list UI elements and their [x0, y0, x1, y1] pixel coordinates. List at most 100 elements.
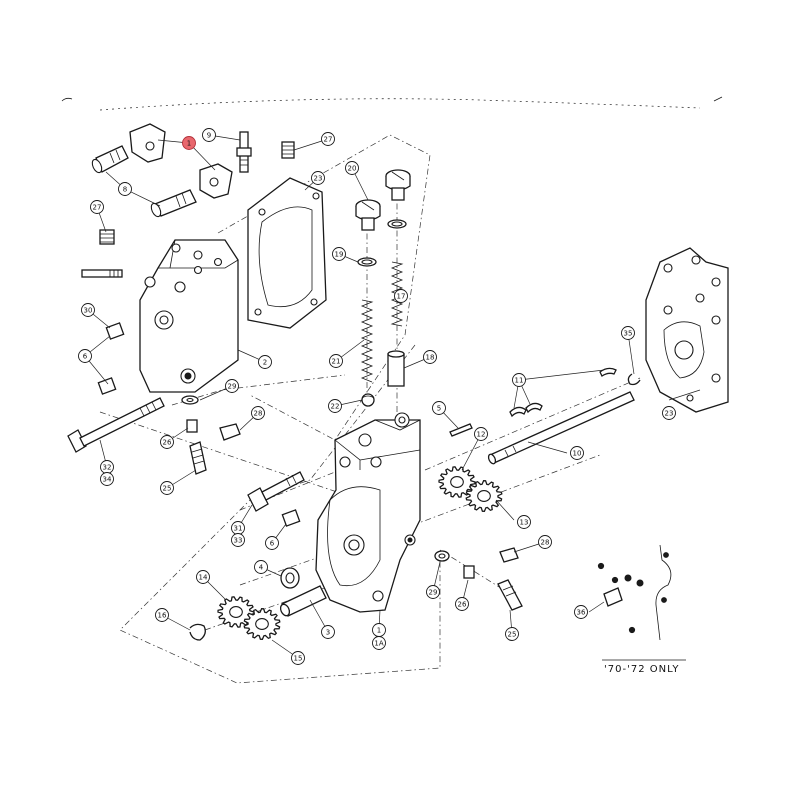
callout-label: 10	[573, 450, 582, 458]
plug-left	[99, 229, 115, 245]
callout-label: 28	[254, 410, 263, 418]
callout-23: 23	[311, 171, 325, 185]
callout-label: 12	[477, 431, 486, 439]
spring-21	[360, 299, 374, 383]
short-bolt	[247, 471, 305, 512]
callout-label: 8	[123, 186, 127, 194]
callout-5: 5	[432, 401, 446, 415]
callout-label: 2	[263, 359, 267, 367]
elbow-fitting-lower	[150, 163, 233, 218]
callout-label: 22	[331, 403, 340, 411]
callout-label: 21	[332, 358, 341, 366]
callout-label: 14	[199, 574, 208, 582]
callout-label: 4	[259, 564, 264, 572]
sleeve-18	[387, 350, 405, 387]
lower-small-parts	[434, 547, 523, 611]
callout-21: 21	[329, 354, 343, 368]
callout-label: 36	[577, 609, 586, 617]
callout-29: 29	[426, 585, 440, 599]
callout-11: 11	[512, 373, 526, 387]
callout-14: 14	[196, 570, 210, 584]
callout-label: 27	[93, 204, 102, 212]
callout-label: 3	[326, 629, 330, 637]
callout-29: 29	[225, 379, 239, 393]
callout-6: 6	[265, 536, 279, 550]
callout-label: 18	[426, 354, 435, 362]
callout-label: 13	[520, 519, 529, 527]
callout-6: 6	[78, 349, 92, 363]
upper-small-parts	[181, 395, 241, 475]
callout-15: 15	[291, 651, 305, 665]
gear-12	[438, 466, 476, 498]
callout-27: 27	[90, 200, 104, 214]
inset-70-72: '70-'72 ONLY	[588, 544, 686, 675]
callout-label: 15	[294, 655, 303, 663]
plug-upper	[281, 141, 295, 159]
callout-label: 31	[234, 525, 243, 533]
elbow-fitting-upper	[91, 123, 166, 174]
callout-label: 34	[103, 476, 112, 484]
callout-3: 3	[321, 625, 335, 639]
callout-label: 9	[207, 132, 211, 140]
callout-23: 23	[662, 406, 676, 420]
callout-12: 12	[474, 427, 488, 441]
side-nipple	[81, 269, 123, 278]
callout-18: 18	[423, 350, 437, 364]
set-screw-center	[281, 509, 301, 527]
callout-25: 25	[505, 627, 519, 641]
callout-label: 27	[324, 136, 333, 144]
callout-9: 9	[202, 128, 216, 142]
dowel-pin-3	[279, 585, 327, 617]
callout-label: 16	[158, 612, 167, 620]
callout-label: 11	[515, 377, 524, 385]
callout-26: 26	[455, 597, 469, 611]
callout-25: 25	[160, 481, 174, 495]
callout-1: 1	[182, 136, 196, 150]
callout-label: 35	[624, 330, 633, 338]
gear-13	[465, 480, 503, 512]
gasket-right	[645, 247, 729, 413]
callout-label: 25	[163, 485, 172, 493]
woodruff-keys	[509, 367, 617, 418]
gear-15	[243, 608, 281, 640]
long-bolt	[67, 397, 165, 453]
callout-label: 17	[397, 293, 406, 301]
set-screw-b	[97, 377, 117, 395]
nipple-fitting	[236, 131, 252, 173]
valve-plug-right	[385, 169, 411, 201]
callout-label: 33	[234, 537, 243, 545]
callout-17: 17	[394, 289, 408, 303]
callout-label: 6	[83, 353, 88, 361]
callout-label: 26	[458, 601, 467, 609]
callout-label: 19	[335, 251, 344, 259]
callout-label: 1	[187, 140, 191, 148]
gasket-upper	[247, 177, 327, 329]
callout-10: 10	[570, 446, 584, 460]
callout-1: 1	[372, 623, 386, 637]
pump-cover-body	[139, 239, 239, 393]
callout-label: 32	[103, 464, 112, 472]
callout-28: 28	[251, 406, 265, 420]
callout-label: 29	[228, 383, 237, 391]
callout-label: 26	[163, 439, 172, 447]
callout-20: 20	[345, 161, 359, 175]
callout-33: 33	[231, 533, 245, 547]
pin-5	[449, 423, 473, 437]
page-edge-marks	[61, 96, 723, 111]
callout-label: 23	[314, 175, 323, 183]
callout-4: 4	[254, 560, 268, 574]
callout-label: 30	[84, 307, 93, 315]
callout-27: 27	[321, 132, 335, 146]
callout-label: 23	[665, 410, 674, 418]
drive-shaft	[487, 391, 635, 465]
callout-label: 6	[270, 540, 275, 548]
callout-8: 8	[118, 182, 132, 196]
callout-34: 34	[100, 472, 114, 486]
ball-22	[361, 393, 375, 407]
callout-label: 29	[429, 589, 438, 597]
callout-30: 30	[81, 303, 95, 317]
callout-label: 28	[541, 539, 550, 547]
callout-22: 22	[328, 399, 342, 413]
callout-32: 32	[100, 460, 114, 474]
